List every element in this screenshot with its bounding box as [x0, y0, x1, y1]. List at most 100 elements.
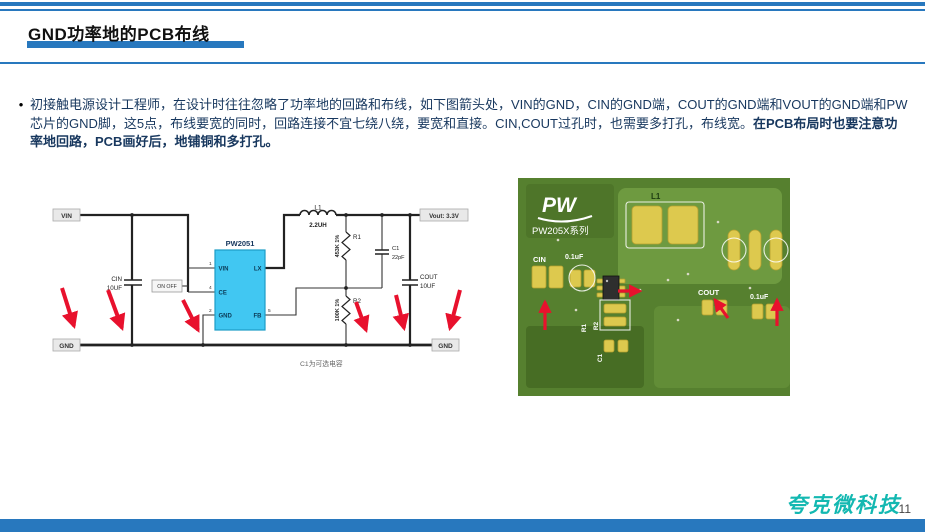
- junction-dots: [130, 213, 412, 347]
- l1-pad-right: [667, 205, 699, 245]
- bottom-accent-bar: [0, 519, 925, 532]
- schematic-caption: C1为可选电容: [300, 359, 343, 368]
- page-title: GND功率地的PCB布线: [28, 25, 210, 44]
- ic-pin: [618, 285, 626, 291]
- pw-logo: PW: [537, 194, 593, 223]
- r2-ref-label: R2: [353, 298, 361, 305]
- ic-body: [602, 275, 620, 301]
- cout-value-label: 10UF: [420, 283, 435, 290]
- pcb-cout-label: COUT: [698, 288, 720, 297]
- chip-pw2051: PW2051 VIN CE GND LX FB 1 4 2 5: [209, 239, 271, 331]
- pcb-labels: L1 CIN 0.1uF COUT 0.1uF R1 R2 C1: [533, 192, 769, 362]
- cin-pad-1: [531, 265, 547, 289]
- body-paragraph: • 初接触电源设计工程师，在设计时往往忽略了功率地的回路和布线，如下图箭头处，V…: [12, 96, 909, 152]
- l1-value-label: 2.2UH: [309, 222, 327, 229]
- chip-pin-number-4: 4: [209, 285, 212, 291]
- chip-pin-vin: VIN: [219, 266, 229, 272]
- pcb-r1-label: R1: [581, 323, 588, 332]
- vout-net-box: [419, 208, 469, 222]
- cout-cap-pad-1: [751, 303, 764, 320]
- chip-pin-fb: FB: [254, 313, 263, 319]
- net-labels: VIN GND GND Vout: 3.3V: [52, 208, 469, 352]
- pw-logo-text: PW: [542, 194, 578, 217]
- chip-body: [214, 249, 266, 331]
- pcb-c1-label: C1: [597, 353, 604, 362]
- capacitor-c1-symbol: [375, 249, 389, 255]
- right-cap-pad-1: [727, 229, 741, 271]
- cin-ref-label: CIN: [111, 276, 122, 283]
- gnd-right-box: [431, 338, 460, 352]
- l1-ref-label: L1: [314, 205, 322, 212]
- r1-value-label: 453K 1%: [335, 235, 341, 258]
- ic-pin1-dot: [605, 279, 609, 283]
- body-text: 初接触电源设计工程师，在设计时往往忽略了功率地的回路和布线，如下图箭头处，VIN…: [30, 97, 908, 131]
- pcb-cin-label: CIN: [533, 255, 546, 264]
- ic-pin: [596, 278, 604, 284]
- r2-pads: [603, 316, 627, 327]
- pcb-series-label: PW205X系列: [532, 225, 589, 237]
- ground-arrows: [60, 287, 462, 334]
- resistor-r1-symbol: [341, 231, 351, 261]
- right-cap-pad-2: [748, 229, 762, 271]
- c1-value-label: 22pF: [392, 255, 405, 261]
- vin-net-label: VIN: [61, 213, 72, 220]
- cin-cap-silkscreen: [568, 264, 596, 292]
- ic-pin: [618, 278, 626, 284]
- gnd-right-label: GND: [438, 343, 453, 350]
- body-text-block: 初接触电源设计工程师，在设计时往往忽略了功率地的回路和布线，如下图箭头处，VIN…: [30, 96, 909, 152]
- chip-pin-number-2: 2: [209, 308, 212, 314]
- circuit-schematic: VIN GND GND Vout: 3.3V ON OFF PW2051 VIN…: [52, 205, 469, 368]
- resistor-r2-symbol: [341, 295, 351, 325]
- chip-pin-number-5: 5: [268, 308, 271, 314]
- vout-net-label: Vout: 3.3V: [429, 213, 460, 220]
- r1-pads: [603, 303, 627, 314]
- capacitor-cin-symbol: [124, 279, 142, 286]
- ic-pin: [596, 292, 604, 298]
- arrow-gnd-left: [60, 287, 78, 330]
- title-separator-line: [0, 62, 925, 64]
- l1-pad-left: [631, 205, 663, 245]
- cout-ref-label: COUT: [420, 274, 438, 281]
- chip-name-label: PW2051: [226, 239, 255, 248]
- resistor-silkscreen: [599, 299, 631, 331]
- pcb-layout-image: PW PW205X系列 L1 CIN 0.1uF COUT 0.1uF R1 R…: [518, 178, 790, 396]
- chip-pin-gnd: GND: [219, 313, 233, 319]
- right-cap-pad-3: [769, 229, 783, 271]
- onoff-switch-box: [151, 279, 183, 293]
- bullet-marker: •: [18, 97, 24, 112]
- onoff-switch: ON OFF: [151, 279, 183, 293]
- arrow-chip-gnd: [181, 299, 200, 333]
- chip-pin-ce: CE: [219, 290, 227, 296]
- cin-pad-2: [548, 265, 564, 289]
- pw-logo-swoosh: [537, 215, 593, 223]
- signal-wires: [182, 215, 383, 345]
- r2-value-label: 100K 1%: [335, 299, 341, 322]
- cout-pad-1: [701, 299, 714, 316]
- inductor-l1-symbol: [299, 209, 337, 216]
- capacitor-symbols: [124, 249, 418, 286]
- arrow-pcb-cout: [713, 297, 730, 319]
- l1-silkscreen: [625, 201, 705, 249]
- capacitor-cout-symbol: [402, 279, 418, 286]
- arrow-gnd-right: [445, 289, 462, 332]
- c1-ref-label: C1: [392, 246, 399, 252]
- power-wires: [80, 213, 432, 347]
- cap-silkscreen-2: [763, 237, 789, 263]
- component-labels: CIN 10UF L1 2.2UH R1 453K 1% R2 100K 1% …: [107, 205, 438, 322]
- r1-ref-label: R1: [353, 234, 361, 241]
- body-text-bold: 在PCB布局时也要注意功率地回路，PCB画好后，地铺铜和多打孔。: [30, 115, 898, 150]
- arrow-cout-gnd: [392, 294, 409, 332]
- title-underline-bar: [27, 41, 244, 48]
- gnd-left-box: [52, 338, 81, 352]
- gnd-left-label: GND: [59, 343, 74, 350]
- c1-pad-1: [603, 339, 615, 353]
- pcb-cin-value-label: 0.1uF: [565, 254, 584, 261]
- cap-silkscreen-1: [721, 237, 747, 263]
- ic-pin: [618, 292, 626, 298]
- ic-pin: [596, 285, 604, 291]
- c1-pad-2: [617, 339, 629, 353]
- top-accent-bar: [0, 2, 925, 6]
- pcb-ground-arrows: [538, 284, 784, 330]
- pcb-l1-label: L1: [651, 192, 661, 201]
